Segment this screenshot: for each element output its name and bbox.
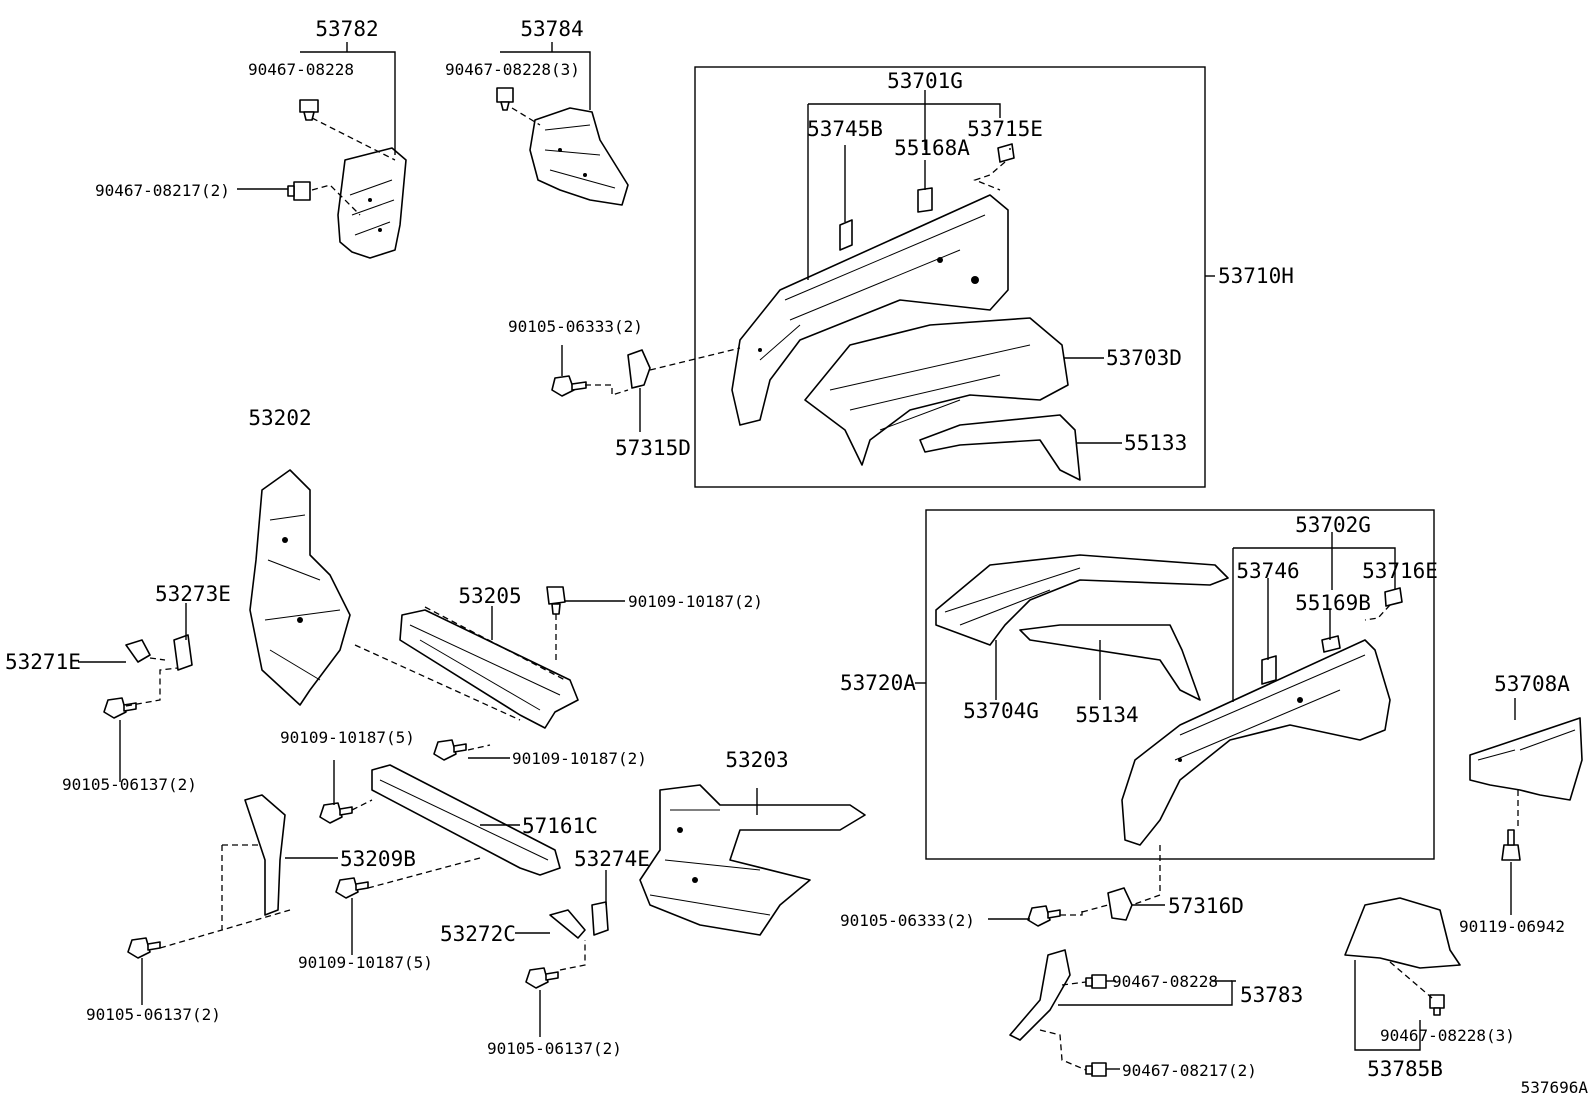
label-55168A: 55168A: [894, 136, 970, 160]
part-53745B-shape: [839, 219, 853, 251]
part-53273E-shape: [173, 634, 193, 671]
label-90467-08228-3-b: 90467-08228(3): [1380, 1026, 1515, 1045]
part-53205-shape: [399, 609, 579, 729]
bolt-90109-10187-a: [546, 586, 566, 615]
label-53746: 53746: [1236, 559, 1299, 583]
part-53274E-shape: [591, 901, 609, 936]
part-53708A-shape: [1469, 717, 1583, 801]
label-53782: 53782: [315, 17, 378, 41]
label-53745B: 53745B: [807, 117, 883, 141]
part-53704G-shape: [935, 554, 1229, 646]
label-53716E: 53716E: [1362, 559, 1438, 583]
label-90105-06333-2-a: 90105-06333(2): [508, 317, 643, 336]
bolt-90105-06333-b: [1027, 905, 1061, 927]
label-57315D: 57315D: [615, 436, 691, 460]
part-53783-shape: [1009, 949, 1071, 1041]
label-55169B: 55169B: [1295, 591, 1371, 615]
label-53715E: 53715E: [967, 117, 1043, 141]
label-90105-06137-2-c: 90105-06137(2): [487, 1039, 622, 1058]
part-57315D-shape: [627, 349, 651, 389]
label-90467-08228-b: 90467-08228: [1112, 972, 1218, 991]
part-55168A-shape: [917, 187, 933, 213]
part-53746-shape: [1261, 655, 1277, 685]
fastener-top-left-2: [287, 181, 311, 201]
label-53273E: 53273E: [155, 582, 231, 606]
part-53701G-shape: [731, 194, 1009, 426]
label-53784: 53784: [520, 17, 583, 41]
label-53205: 53205: [458, 584, 521, 608]
part-57316D-shape: [1107, 887, 1133, 921]
label-53272C: 53272C: [440, 922, 516, 946]
label-53785B: 53785B: [1367, 1057, 1443, 1081]
bolt-90105-06137-b: [127, 937, 161, 959]
bolt-90109-10187-b: [433, 739, 467, 761]
bolt-90105-06137-a: [103, 697, 137, 719]
label-53202: 53202: [248, 406, 311, 430]
part-55133-shape: [919, 414, 1081, 481]
label-53209B: 53209B: [340, 847, 416, 871]
label-90119-06942: 90119-06942: [1459, 917, 1565, 936]
part-53785B-shape: [1344, 897, 1461, 969]
label-53271E: 53271E: [5, 650, 81, 674]
label-90467-08228-a: 90467-08228: [248, 60, 354, 79]
bolt-90109-10187-c: [319, 802, 353, 824]
label-90467-08228-3-a: 90467-08228(3): [445, 60, 580, 79]
fastener-top-left-1: [299, 99, 319, 121]
part-53715E-shape: [997, 143, 1015, 163]
drawing-number: 537696A: [1521, 1078, 1589, 1097]
label-55134: 55134: [1075, 703, 1138, 727]
label-53783: 53783: [1240, 983, 1303, 1007]
part-55134-shape: [1019, 624, 1201, 701]
leader-lines: [78, 42, 1519, 1071]
label-90105-06137-2-a: 90105-06137(2): [62, 775, 197, 794]
label-53274E: 53274E: [574, 847, 650, 871]
label-53702G: 53702G: [1295, 513, 1371, 537]
part-labels: 53782 90467-08228 90467-08217(2) 53784 9…: [5, 17, 1588, 1097]
part-53209B-shape: [244, 794, 286, 916]
part-55169B-shape: [1321, 635, 1341, 653]
label-90467-08217-2-b: 90467-08217(2): [1122, 1061, 1257, 1080]
part-53271E-shape: [125, 639, 151, 663]
label-90109-10187-2-a: 90109-10187(2): [628, 592, 763, 611]
label-53701G: 53701G: [887, 69, 963, 93]
part-53782-shape: [337, 147, 407, 259]
label-53703D: 53703D: [1106, 346, 1182, 370]
part-53202-shape: [249, 469, 351, 706]
bolt-90109-10187-d: [335, 877, 369, 899]
label-90109-10187-5-a: 90109-10187(5): [280, 728, 415, 747]
part-53203-shape: [639, 784, 866, 936]
label-57316D: 57316D: [1168, 894, 1244, 918]
group-box-53710H: [694, 66, 1206, 488]
part-53703D-shape: [804, 317, 1069, 466]
part-53784-shape: [529, 107, 629, 206]
label-53708A: 53708A: [1494, 672, 1570, 696]
fastener-90467-08228-b: [1085, 974, 1107, 989]
part-53716E-shape: [1384, 587, 1403, 607]
part-53702G-shape: [1121, 639, 1391, 846]
label-53704G: 53704G: [963, 699, 1039, 723]
label-90467-08217-2-a: 90467-08217(2): [95, 181, 230, 200]
label-57161C: 57161C: [522, 814, 598, 838]
label-53203: 53203: [725, 748, 788, 772]
label-90105-06333-2-b: 90105-06333(2): [840, 911, 975, 930]
bolt-90119-06942: [1501, 829, 1521, 861]
part-53272C-shape: [549, 909, 586, 939]
fastener-90467-08217-b: [1085, 1062, 1107, 1077]
part-57161C-shape: [371, 764, 561, 876]
bolt-90105-06333-a: [551, 375, 587, 397]
label-53720A: 53720A: [840, 671, 916, 695]
label-55133: 55133: [1124, 431, 1187, 455]
label-90105-06137-2-b: 90105-06137(2): [86, 1005, 221, 1024]
fastener-90467-08228-3b: [1429, 994, 1445, 1016]
label-90109-10187-2-b: 90109-10187(2): [512, 749, 647, 768]
bolt-90105-06137-c: [525, 967, 559, 989]
label-53710H: 53710H: [1218, 264, 1294, 288]
fastener-top-mid: [496, 87, 514, 111]
label-90109-10187-5-b: 90109-10187(5): [298, 953, 433, 972]
group-box-53720A: [925, 509, 1435, 860]
